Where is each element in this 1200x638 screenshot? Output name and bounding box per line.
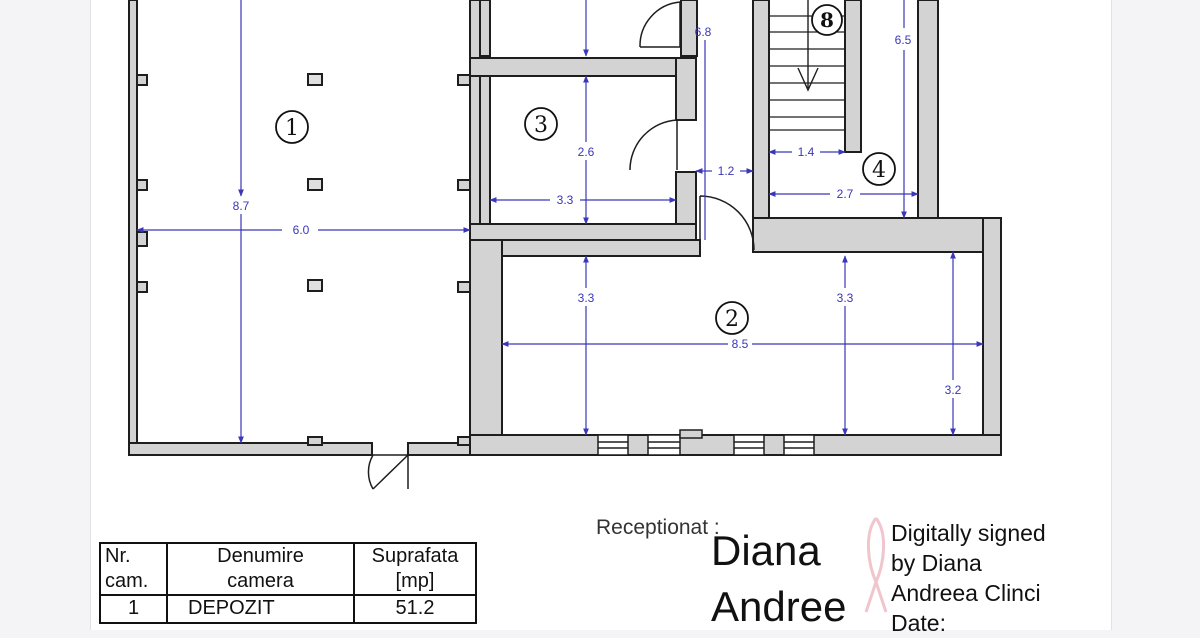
room-number-8: 8 [820, 8, 834, 32]
dim-stair-width: 1.4 [798, 145, 815, 159]
dim-hall-width: 1.2 [718, 164, 735, 178]
dim-r1-width: 6.0 [293, 223, 310, 237]
signature-info-line3: Andreea Clinci [891, 580, 1041, 606]
door-r3 [629, 119, 678, 171]
signature-info-line2: by Diana [891, 550, 982, 576]
column [307, 73, 323, 86]
wall-hall-right [680, 0, 698, 57]
drawing-sheet [90, 0, 1112, 630]
room-number-1: 1 [285, 116, 299, 141]
wall-r4-right [917, 0, 939, 233]
walls [128, 0, 1002, 456]
signature-info: Digitally signed by Diana Andreea Clinci… [891, 518, 1046, 638]
wall-r3-top [469, 57, 697, 77]
table-row: 1 DEPOZIT 51.2 [99, 594, 477, 624]
column [307, 279, 323, 292]
wall-r4-left [752, 0, 770, 243]
dim-r4-height: 6.5 [895, 33, 912, 47]
dim-r3-height: 2.6 [578, 145, 595, 159]
pdf-signature-ribbon-icon [864, 517, 888, 613]
room-number-2: 2 [725, 307, 739, 332]
cell-nr: 1 [99, 594, 168, 624]
wall-r3-left [479, 75, 491, 241]
dim-r3-width: 3.3 [557, 193, 574, 207]
header-nr: Nr.cam. [99, 542, 168, 596]
door-r2 [699, 195, 755, 251]
wall-r2-top-right [752, 217, 1002, 253]
dim-r1-height: 8.7 [233, 199, 250, 213]
door-top [639, 1, 681, 48]
column [307, 178, 323, 191]
header-area: Suprafata[mp] [353, 542, 477, 596]
wall-r2-top-left [469, 239, 701, 257]
dim-r2-height-left: 3.3 [578, 291, 595, 305]
dimension-lines [136, 0, 984, 444]
dimension-labels: 8.7 6.0 2.6 3.3 6.8 1.2 6.5 1.4 2.7 3.3 … [233, 25, 962, 397]
cell-area: 51.2 [353, 594, 477, 624]
wall-r1-bottom [128, 442, 373, 456]
doors [367, 1, 755, 490]
dim-r2-width: 8.5 [732, 337, 749, 351]
room-number-4: 4 [872, 158, 886, 183]
signature-name-line2: Andree [711, 583, 847, 630]
dim-hall-height: 6.8 [695, 25, 712, 39]
signature-name: Diana Andree [711, 523, 846, 635]
signature-info-line1: Digitally signed [891, 520, 1046, 546]
signature-info-line4: Date: [891, 610, 946, 636]
stairs [769, 0, 845, 131]
wall-r2-right [982, 217, 1002, 456]
dim-r2-height-right: 3.2 [945, 383, 962, 397]
wall-hall-left-upper [675, 57, 697, 121]
signature-name-line1: Diana [711, 527, 821, 574]
wall-stair-post [844, 0, 862, 153]
room-labels [275, 4, 896, 335]
receptionat-label: Receptionat : [596, 516, 720, 539]
cell-name: DEPOZIT [166, 594, 355, 624]
room-number-3: 3 [534, 113, 548, 138]
windows [597, 429, 815, 456]
dim-r4-width: 2.7 [837, 187, 854, 201]
door-r1 [367, 454, 409, 490]
wall-r2-left [469, 239, 503, 456]
wall-r1-left [128, 0, 138, 456]
dim-r2-height-mid: 3.3 [837, 291, 854, 305]
wall-top-left [479, 0, 491, 57]
